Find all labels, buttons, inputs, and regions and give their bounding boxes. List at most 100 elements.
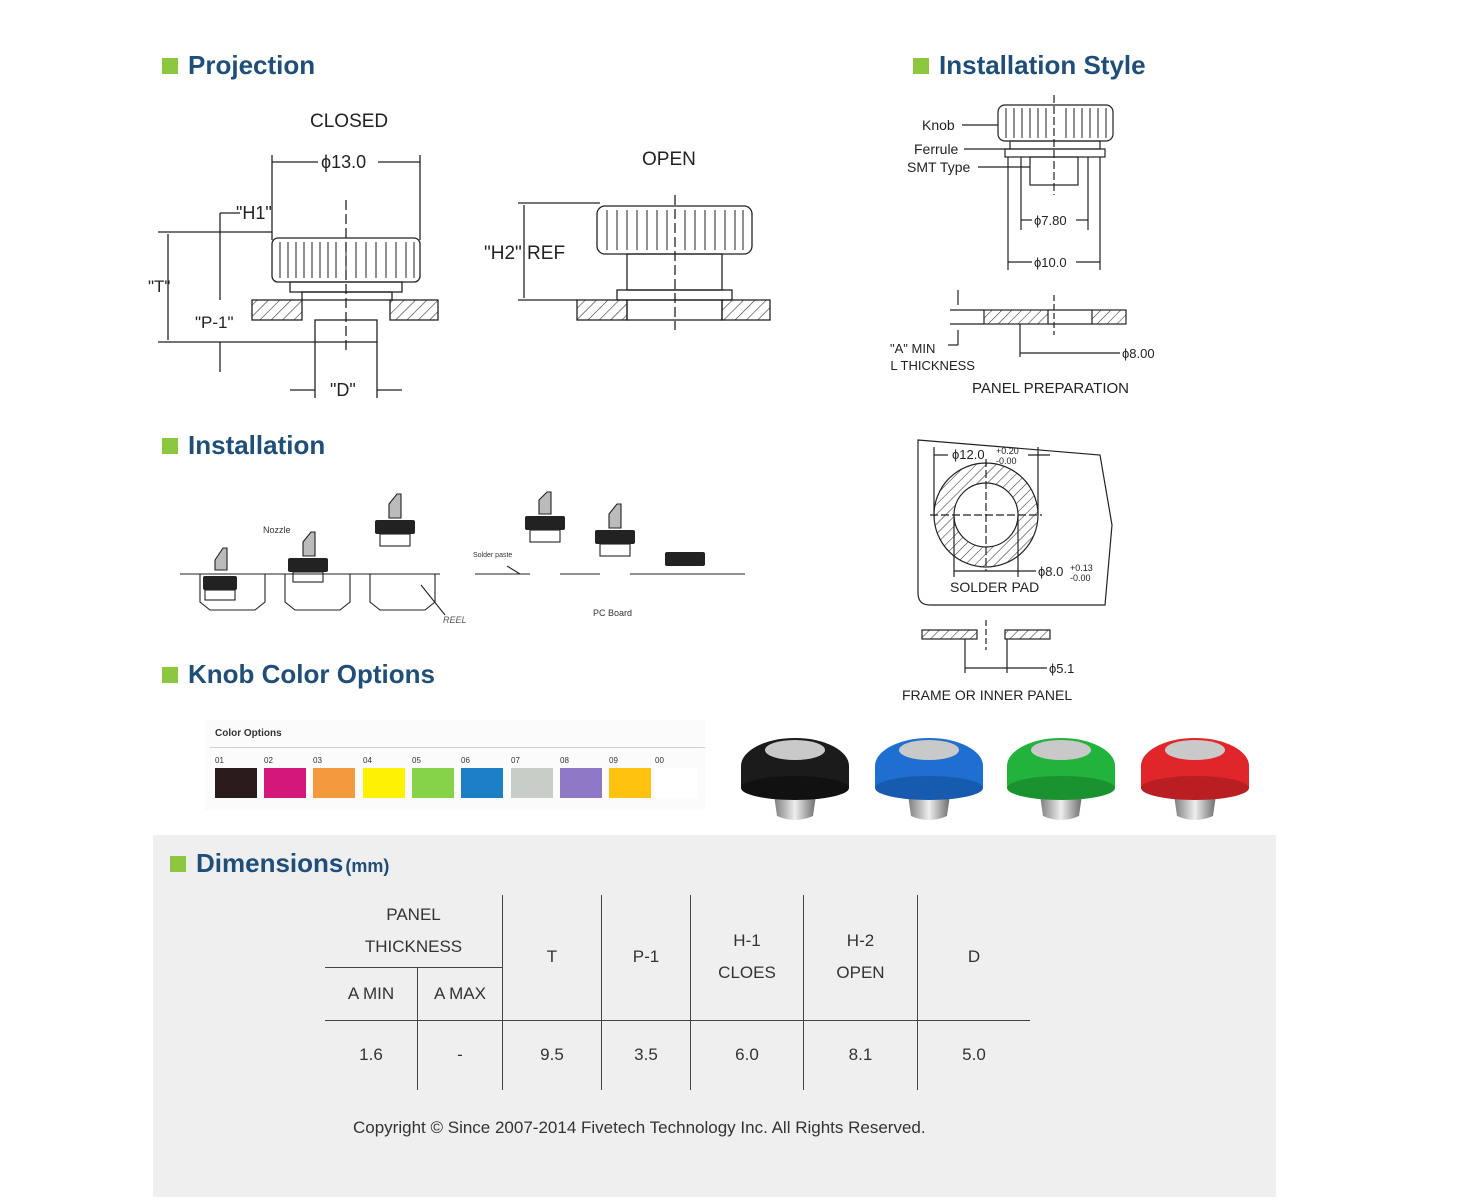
dia-120-label: ϕ12.0 — [952, 447, 985, 462]
swatch-code: 00 — [655, 756, 664, 765]
swatch-box — [461, 768, 503, 798]
swatch-box — [655, 768, 697, 798]
table-row: 1.6 - 9.5 3.5 6.0 8.1 5.0 — [325, 1020, 1030, 1090]
swatch-00: 00 — [655, 756, 697, 798]
color-options-heading: Color Options — [215, 728, 282, 739]
cell-p1: 3.5 — [601, 1020, 691, 1090]
swatch-code: 04 — [363, 756, 372, 765]
dimensions-table: PANEL THICKNESS T P-1 H-1 CLOES H-2 OPEN… — [325, 895, 1030, 1090]
knob-photos — [741, 738, 1249, 820]
swatch-07: 07 — [511, 756, 553, 798]
swatch-code: 05 — [412, 756, 421, 765]
pc-board-label: PC Board — [593, 608, 632, 618]
knob-red — [1141, 738, 1249, 820]
bullet-square-icon — [162, 437, 178, 454]
swatch-06: 06 — [461, 756, 503, 798]
swatch-09: 09 — [609, 756, 651, 798]
section-label: Installation Style — [939, 50, 1146, 80]
t-label: "T" — [148, 277, 170, 296]
smt-label: SMT Type — [907, 159, 971, 175]
header-text: OPEN — [836, 963, 885, 983]
dia-100-label: ϕ10.0 — [1034, 255, 1067, 270]
dia-51-label: ϕ5.1 — [1049, 661, 1074, 676]
header-h2: H-2 OPEN — [803, 895, 918, 1021]
swatch-03: 03 — [313, 756, 355, 798]
header-d: D — [917, 895, 1030, 1021]
cell-d: 5.0 — [962, 1045, 986, 1065]
installation-style-drawing: Knob Ferrule SMT Type ϕ7.80 ϕ10.0 "A" MI… — [890, 95, 1155, 703]
solder-pad-label: SOLDER PAD — [950, 579, 1039, 595]
swatch-04: 04 — [363, 756, 405, 798]
cell-h2: 8.1 — [803, 1020, 918, 1090]
cell-a-min: 1.6 — [325, 1020, 418, 1090]
ferrule-label: Ferrule — [914, 141, 959, 157]
tol-80-up: +0.13 — [1070, 563, 1093, 573]
header-a-min: A MIN — [325, 967, 418, 1021]
tol-120-dn: -0.00 — [996, 456, 1017, 466]
dimensions-unit: (mm) — [345, 856, 390, 876]
d-label: "D" — [330, 380, 356, 400]
swatch-box — [313, 768, 355, 798]
header-p1: P-1 — [601, 895, 691, 1021]
dia-800-label: ϕ8.00 — [1122, 346, 1155, 361]
tol-120-up: +0.20 — [996, 446, 1019, 456]
section-title-installation-style: Installation Style — [913, 50, 1146, 81]
solder-paste-label: Solder paste — [473, 552, 512, 559]
bullet-square-icon — [162, 666, 178, 683]
section-label: Dimensions(mm) — [196, 848, 389, 879]
swatch-box — [560, 768, 602, 798]
frame-label: FRAME OR INNER PANEL — [902, 687, 1072, 703]
tol-80-dn: -0.00 — [1070, 573, 1091, 583]
section-title-installation: Installation — [162, 430, 325, 461]
swatch-box — [412, 768, 454, 798]
bullet-square-icon — [162, 57, 178, 74]
swatch-02: 02 — [264, 756, 306, 798]
h1-label: "H1" — [236, 203, 272, 223]
section-label: Installation — [188, 430, 326, 460]
header-a-max: A MAX — [417, 967, 503, 1021]
section-title-projection: Projection — [162, 50, 315, 81]
knob-blue — [875, 738, 983, 820]
header-h1: H-1 CLOES — [690, 895, 804, 1021]
color-options-chart: Color Options 01 02 03 04 05 06 07 08 09… — [205, 720, 705, 810]
installation-drawing: REEL Nozzle Solder paste PC Board — [180, 491, 745, 625]
swatch-code: 02 — [264, 756, 273, 765]
dimensions-title: Dimensions — [196, 848, 344, 878]
dia-780-label: ϕ7.80 — [1034, 213, 1067, 228]
swatch-code: 01 — [215, 756, 224, 765]
cell-a-max: - — [417, 1020, 503, 1090]
header-text: CLOES — [718, 963, 776, 983]
open-label: OPEN — [642, 149, 696, 170]
section-label: Projection — [188, 50, 316, 80]
knob-green — [1007, 738, 1115, 820]
swatch-code: 07 — [511, 756, 520, 765]
swatch-box — [215, 768, 257, 798]
section-title-knob-color: Knob Color Options — [162, 659, 435, 690]
panel-thickness-label: PANEL THICKNESS — [890, 358, 975, 373]
header-text: H-1 — [733, 931, 761, 951]
swatch-code: 06 — [461, 756, 470, 765]
reel-label: REEL — [443, 615, 467, 625]
swatch-05: 05 — [412, 756, 454, 798]
swatch-box — [363, 768, 405, 798]
swatch-01: 01 — [215, 756, 257, 798]
bullet-square-icon — [170, 855, 186, 872]
closed-label: CLOSED — [310, 111, 388, 132]
a-min-label: "A" MIN — [890, 341, 935, 356]
header-panel-thickness: PANEL THICKNESS — [325, 895, 503, 968]
dia-80-label: ϕ8.0 — [1038, 564, 1063, 579]
swatch-box — [264, 768, 306, 798]
p1-label: "P-1" — [195, 313, 234, 332]
bullet-square-icon — [913, 57, 929, 74]
header-text: PANEL — [386, 904, 441, 924]
knob-label: Knob — [922, 117, 955, 133]
section-label: Knob Color Options — [188, 659, 435, 689]
swatch-box — [609, 768, 651, 798]
swatch-box — [511, 768, 553, 798]
header-t: T — [502, 895, 602, 1021]
swatch-08: 08 — [560, 756, 602, 798]
header-text: THICKNESS — [364, 936, 463, 956]
section-title-dimensions: Dimensions(mm) — [170, 848, 389, 879]
swatch-code: 09 — [609, 756, 618, 765]
swatch-code: 03 — [313, 756, 322, 765]
